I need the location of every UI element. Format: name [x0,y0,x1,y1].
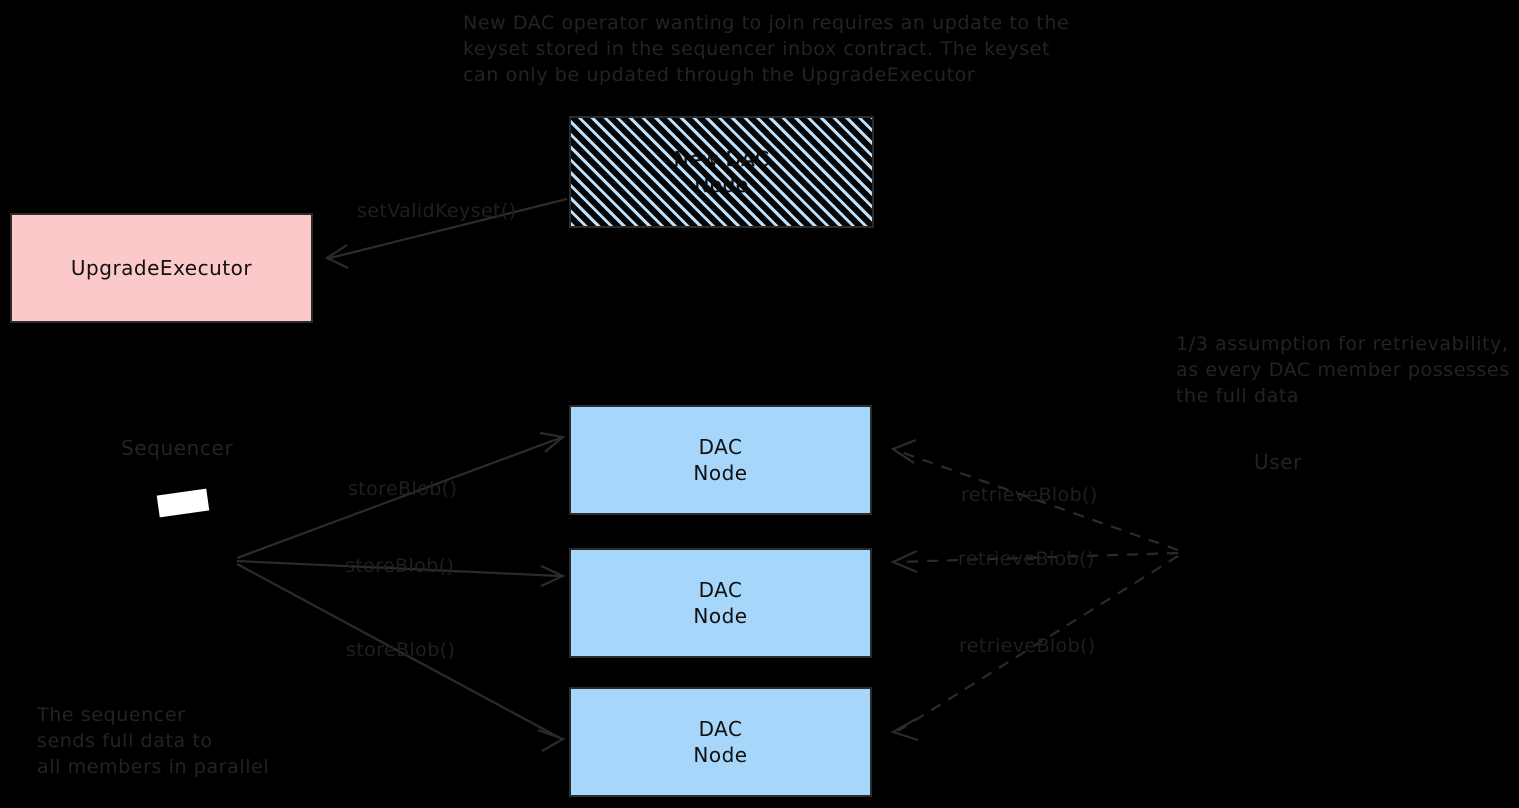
new-dac-node-box[interactable]: New DAC Node [569,116,874,228]
dac-node-1-label: DAC Node [693,435,748,485]
edge-label-retrieve-blob-1: retrieveBlob() [961,484,1098,506]
dac-node-2-box[interactable]: DAC Node [569,548,872,658]
edge-label-store-blob-2: storeBlob() [345,555,455,577]
dac-node-3-label: DAC Node [693,717,748,767]
annotation-bottom-left: The sequencer sends full data to all mem… [37,704,270,778]
edge-store-blob-3 [236,563,566,752]
annotation-right: 1/3 assumption for retrievability, as ev… [1176,333,1510,407]
edge-label-store-blob-3: storeBlob() [346,639,456,661]
edge-label-retrieve-blob-3: retrieveBlob() [959,635,1096,657]
user-label: User [1254,450,1302,474]
edge-retrieve-blob-1 [890,438,1179,552]
edge-store-blob-1 [236,431,566,560]
edge-retrieve-blob-3 [890,555,1179,742]
upgrade-executor-box[interactable]: UpgradeExecutor [10,213,313,323]
edge-store-blob-2 [236,559,566,588]
edge-label-set-valid-keyset: setValidKeyset() [357,200,517,222]
edge-set-valid-keyset [324,197,568,269]
new-dac-node-label: New DAC Node [673,147,770,197]
edge-retrieve-blob-2 [890,550,1179,574]
edge-label-retrieve-blob-2: retrieveBlob() [958,548,1095,570]
annotation-top: New DAC operator wanting to join require… [463,12,1070,86]
edge-label-store-blob-1: storeBlob() [348,478,458,500]
upgrade-executor-label: UpgradeExecutor [70,256,253,280]
sequencer-label: Sequencer [121,436,234,460]
dac-node-2-label: DAC Node [693,578,748,628]
dac-node-1-box[interactable]: DAC Node [569,405,872,515]
dac-node-3-box[interactable]: DAC Node [569,687,872,797]
